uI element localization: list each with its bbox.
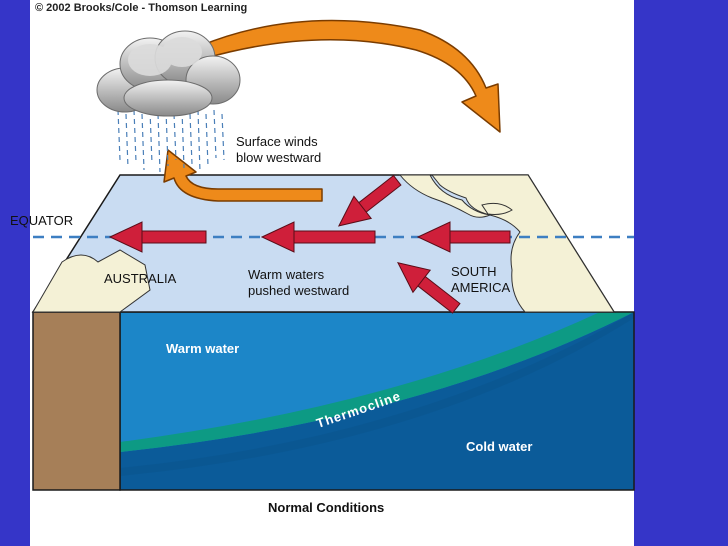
rising-air-arrow bbox=[163, 149, 323, 202]
wind-arrow bbox=[416, 221, 511, 253]
equator-label: EQUATOR bbox=[10, 213, 74, 228]
cold-water-label: Cold water bbox=[466, 439, 533, 454]
australia-label: AUSTRALIA bbox=[104, 271, 177, 286]
warm-water-label: Warm water bbox=[166, 341, 240, 356]
thermocline-layer bbox=[120, 312, 634, 452]
australia-land-block bbox=[32, 311, 121, 491]
copyright-notice: © 2002 Brooks/Cole - Thomson Learning bbox=[35, 2, 248, 14]
south-america-landmass bbox=[430, 174, 615, 313]
south-america-label: SOUTH AMERICA bbox=[451, 264, 511, 295]
upper-air-arrow bbox=[199, 19, 501, 133]
surface-winds-label: Surface winds blow westward bbox=[236, 134, 322, 165]
wind-arrow bbox=[108, 221, 207, 253]
wind-arrow bbox=[337, 174, 402, 227]
central-america-landmass bbox=[398, 174, 492, 218]
australia-landmass bbox=[32, 249, 151, 313]
diagram-caption: Normal Conditions bbox=[268, 500, 385, 515]
warm-water-layer bbox=[120, 312, 634, 452]
warm-waters-label: Warm waters pushed westward bbox=[248, 267, 350, 298]
wind-arrow bbox=[397, 262, 461, 314]
rain-drops bbox=[117, 109, 225, 173]
wind-arrow bbox=[260, 221, 376, 253]
